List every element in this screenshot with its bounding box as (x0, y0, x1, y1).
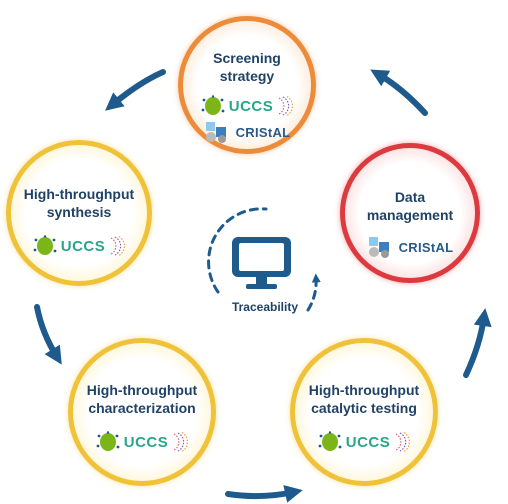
uccs-emblem-icon (96, 431, 120, 451)
uccs-rings-icon (110, 236, 126, 256)
traceability-label: Traceability (231, 300, 299, 314)
cristal-emblem-icon (368, 237, 389, 258)
title-line-1: High-throughput (23, 186, 135, 202)
dashed-loop-right (306, 273, 321, 312)
uccs-text: UCCS (228, 97, 274, 115)
arrow-characterization-to-catalytic (225, 485, 303, 503)
title-line-2: characterization (88, 400, 196, 416)
cristal-logo: CRIStAL (204, 121, 291, 143)
uccs-text: UCCS (123, 433, 169, 451)
monitor-icon (232, 237, 291, 289)
node-title: High-throughput characterization (87, 381, 197, 417)
node-catalytic-testing: High-throughput catalytic testing UCCS (290, 338, 438, 486)
title-line-1: Screening (213, 50, 281, 66)
uccs-logo: UCCS (96, 431, 189, 453)
uccs-text: UCCS (345, 433, 391, 451)
title-line-1: High-throughput (86, 382, 198, 398)
uccs-emblem-icon (318, 431, 342, 451)
arrow-data-to-screening (370, 69, 428, 116)
cristal-text: CRIStAL (235, 124, 291, 140)
node-screening-strategy: Screening strategy UCCS (178, 16, 316, 154)
traceability-cycle (207, 207, 321, 312)
uccs-logo: UCCS (318, 431, 411, 453)
node-title: High-throughput catalytic testing (309, 381, 419, 417)
uccs-rings-icon (395, 432, 411, 452)
uccs-rings-icon (278, 96, 294, 116)
uccs-logo: UCCS (201, 95, 294, 117)
title-line-2: synthesis (46, 204, 112, 220)
uccs-rings-icon (173, 432, 189, 452)
uccs-emblem-icon (201, 95, 225, 115)
node-title: Data management (367, 188, 453, 224)
node-title: High-throughput synthesis (24, 185, 134, 221)
node-data-management: Data management CRIStAL (340, 143, 480, 283)
arrow-screening-to-synthesis (105, 69, 166, 111)
arrow-catalytic-to-data (463, 308, 492, 378)
uccs-emblem-icon (33, 235, 57, 255)
title-line-2: management (366, 207, 454, 223)
node-characterization: High-throughput characterization UCCS (68, 338, 216, 486)
title-line-1: High-throughput (308, 382, 420, 398)
cristal-text: CRIStAL (398, 239, 454, 255)
dashed-loop-top (207, 207, 268, 294)
cristal-logo: CRIStAL (367, 236, 454, 258)
node-title: Screening strategy (213, 49, 281, 85)
uccs-text: UCCS (60, 237, 106, 255)
uccs-logo: UCCS (33, 235, 126, 257)
node-synthesis: High-throughput synthesis UCCS (6, 140, 152, 286)
title-line-1: Data (394, 189, 426, 205)
cristal-emblem-icon (205, 122, 226, 143)
title-line-2: catalytic testing (311, 400, 417, 416)
title-line-2: strategy (219, 68, 275, 84)
arrow-synthesis-to-characterization (34, 304, 62, 365)
